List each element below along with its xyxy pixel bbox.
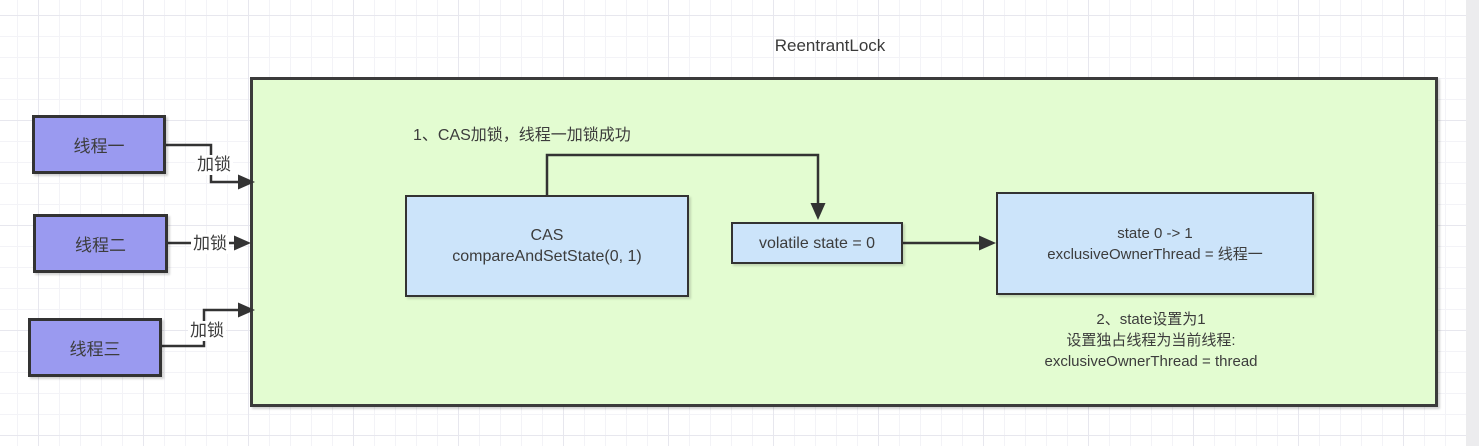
volatile-state-box: volatile state = 0 — [731, 222, 903, 264]
thread-box-1: 线程一 — [32, 115, 166, 174]
cas-box: CAS compareAndSetState(0, 1) — [405, 195, 689, 297]
volatile-state-label: volatile state = 0 — [758, 234, 876, 252]
lock-label-1: 加锁 — [195, 155, 233, 175]
arrowhead-3 — [238, 302, 255, 318]
thread-box-2: 线程二 — [33, 214, 168, 273]
state-transition-box: state 0 -> 1 exclusiveOwnerThread = 线程一 — [996, 192, 1314, 295]
step2-line3: exclusiveOwnerThread = thread — [1044, 353, 1258, 370]
thread-label-1: 线程一 — [73, 137, 125, 156]
step2-line1: 2、state设置为1 — [1096, 311, 1206, 328]
step1-annotation: 1、CAS加锁，线程一加锁成功 — [413, 127, 631, 144]
thread-box-3: 线程三 — [28, 318, 162, 377]
diagram-title: ReentrantLock — [774, 36, 886, 55]
arrowhead-5 — [979, 235, 996, 251]
arrowhead-1 — [238, 174, 255, 190]
lock-label-2: 加锁 — [191, 234, 229, 254]
cas-box-line2: compareAndSetState(0, 1) — [452, 248, 642, 265]
state-box-line2: exclusiveOwnerThread = 线程一 — [1047, 245, 1263, 263]
state-box-line1: state 0 -> 1 — [1117, 224, 1193, 242]
thread-label-3: 线程三 — [69, 340, 121, 359]
lock-label-3: 加锁 — [188, 321, 226, 341]
thread-label-2: 线程二 — [75, 236, 126, 255]
cas-box-line1: CAS — [530, 227, 564, 244]
arrowhead-4 — [810, 203, 826, 220]
canvas-edge-strip — [1466, 0, 1479, 446]
arrowhead-2 — [234, 235, 251, 251]
step2-annotation: 2、state设置为1 设置独占线程为当前线程: exclusiveOwnerT… — [1044, 309, 1257, 372]
cas-to-volatile-arrow — [545, 153, 820, 204]
step2-line2: 设置独占线程为当前线程: — [1066, 332, 1236, 349]
